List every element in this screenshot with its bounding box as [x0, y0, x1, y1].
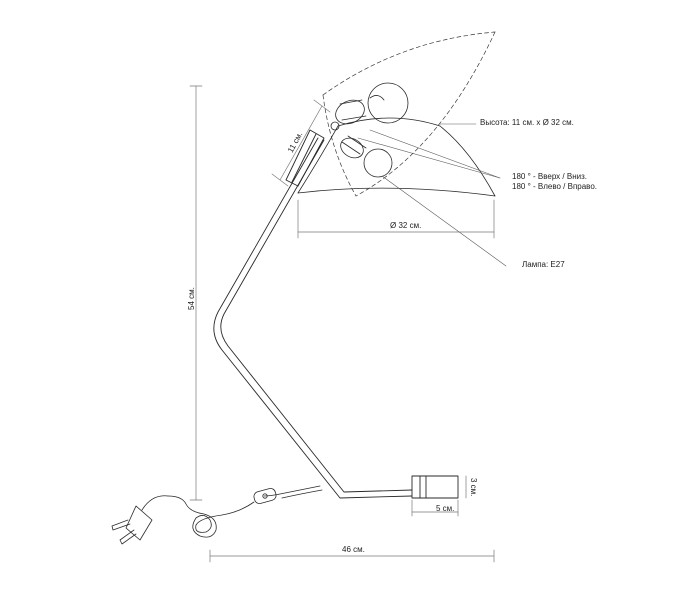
lamp-head-group: [330, 82, 409, 178]
label-rotation-vertical: 180 ° - Вверх / Вниз.: [512, 172, 587, 181]
shade-top: [337, 117, 441, 127]
cord-switch: [253, 488, 277, 504]
plug-prong-1: [111, 519, 131, 531]
dim-shade-height-tick-bottom: [271, 173, 289, 187]
leader-lines: [357, 123, 507, 267]
shade-right-edge: [439, 125, 496, 197]
arm-upper-plate: [285, 129, 325, 187]
shade-rotated-ghost: [322, 31, 496, 197]
ghost-shade-edge-top: [322, 31, 496, 96]
socket-lower-detail: [341, 135, 367, 155]
dim-shade-height-tick-top: [313, 99, 331, 113]
cord-coil: [167, 495, 255, 538]
cord-to-switch: [263, 485, 321, 497]
plug-prong-2: [119, 529, 137, 545]
label-shade-diameter: Ø 32 см.: [390, 221, 422, 230]
cord-switch-button: [262, 493, 268, 499]
label-base-length: 46 см.: [342, 545, 365, 554]
label-total-height: 54 см.: [187, 287, 196, 310]
leader-lamp: [381, 175, 507, 267]
bulb-upper: [367, 82, 409, 124]
power-cord: [111, 485, 323, 545]
arm-inner-line: [220, 139, 413, 493]
socket-upper: [335, 99, 365, 125]
cord-to-plug: [141, 495, 169, 511]
ghost-shade-edge-bottom: [355, 31, 496, 197]
dim-shade-height-line: [279, 105, 323, 181]
label-foot-height: 3 см.: [469, 478, 478, 497]
lamp-arm: [213, 129, 413, 499]
foot-block: [411, 475, 459, 499]
label-rotation-horizontal: 180 ° - Влево / Вправо.: [512, 182, 598, 191]
pivot-joint: [330, 121, 340, 131]
leader-rotation: [357, 137, 501, 179]
shade-rim-curve: [297, 187, 496, 197]
lamp-shade: [297, 117, 496, 197]
label-lamp-socket: Лампа: E27: [522, 260, 565, 269]
label-shade-size: Высота: 11 см. x Ø 32 см.: [480, 118, 574, 127]
plug-body: [125, 505, 153, 541]
dimension-lines: [189, 85, 495, 563]
lamp-cap: [369, 95, 385, 101]
arm-outer-line: [213, 137, 413, 499]
socket-upper-detail: [339, 99, 367, 121]
shade-left-edge: [297, 125, 339, 194]
cord-to-switch-2: [281, 489, 323, 499]
bulb-lower: [363, 148, 393, 178]
lamp-foot: [411, 475, 459, 499]
label-foot-width: 5 см.: [436, 504, 455, 513]
arm-plate-inner: [291, 133, 317, 183]
leader-rotation-2: [369, 129, 501, 179]
